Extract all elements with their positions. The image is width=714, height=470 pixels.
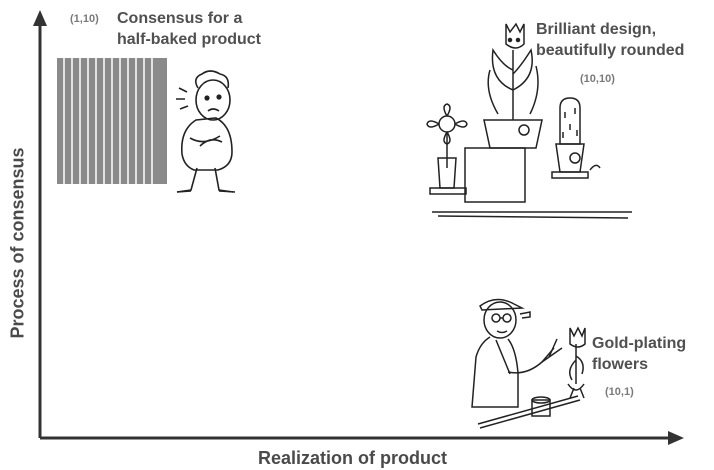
x-axis-title: Realization of product	[258, 448, 447, 468]
label-top-left-line2: half-baked product	[117, 31, 262, 48]
label-top-right-line1: Brilliant design,	[536, 21, 657, 38]
coord-top-left: (1,10)	[70, 13, 99, 25]
label-bottom-right-line1: Gold-plating	[592, 335, 687, 352]
coord-top-right: (10,10)	[580, 73, 615, 85]
label-bottom-right-line2: flowers	[592, 356, 649, 373]
prison-bars	[57, 58, 167, 184]
coord-bottom-right: (10,1)	[605, 386, 634, 398]
label-top-right-line2: beautifully rounded	[536, 42, 685, 59]
worried-man	[176, 70, 236, 193]
label-top-left-line1: Consensus for a	[117, 10, 243, 27]
